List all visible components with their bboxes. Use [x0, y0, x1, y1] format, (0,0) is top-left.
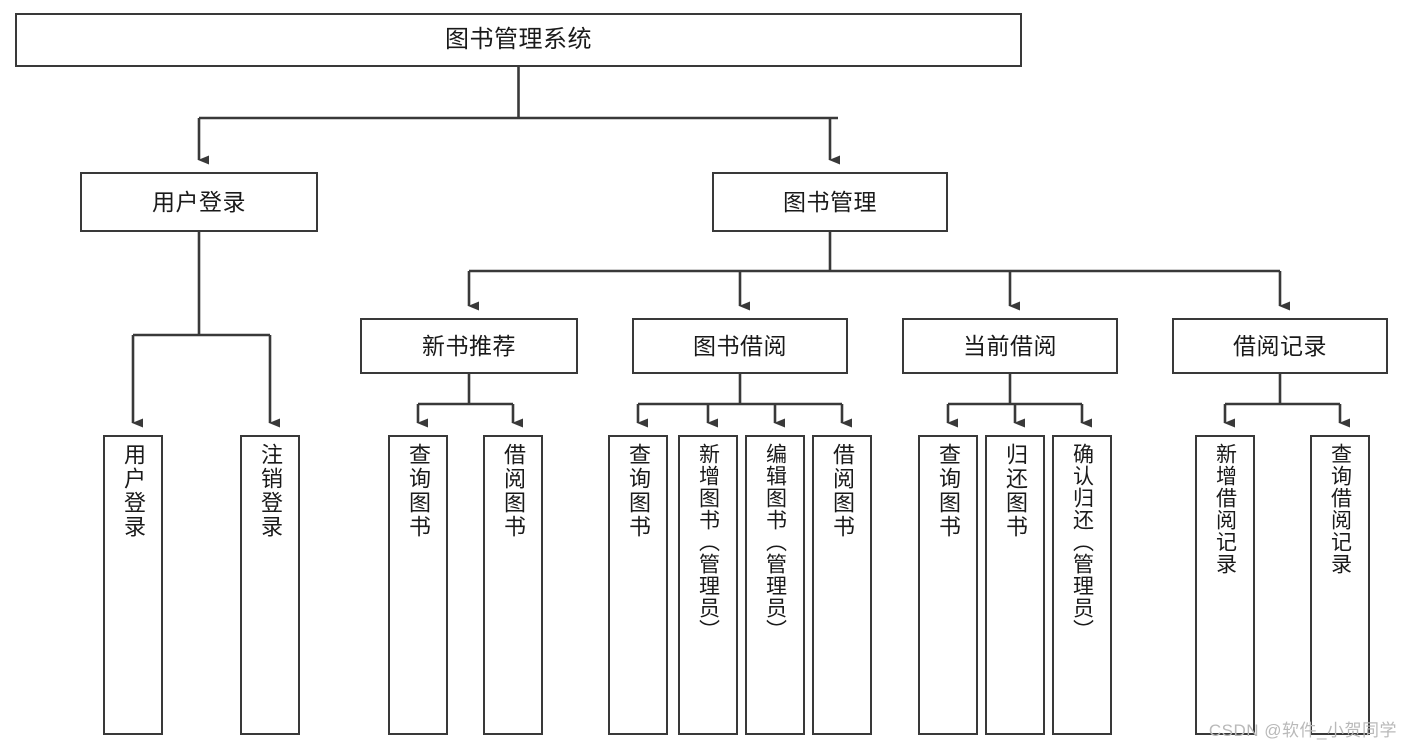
- node-book-borrow-label: 图书借阅: [693, 332, 787, 359]
- leaf-add-book-admin-label: 新增图书（管理员）: [696, 443, 720, 641]
- node-current-borrow[interactable]: 当前借阅: [902, 318, 1118, 374]
- leaf-query-borrow-record[interactable]: 查询借阅记录: [1310, 435, 1370, 735]
- node-book-management[interactable]: 图书管理: [712, 172, 948, 232]
- node-borrow-record-label: 借阅记录: [1233, 332, 1327, 359]
- leaf-add-borrow-record-label: 新增借阅记录: [1213, 443, 1237, 575]
- node-borrow-record[interactable]: 借阅记录: [1172, 318, 1388, 374]
- leaf-add-borrow-record[interactable]: 新增借阅记录: [1195, 435, 1255, 735]
- node-current-borrow-label: 当前借阅: [963, 332, 1057, 359]
- node-root-label: 图书管理系统: [445, 26, 592, 54]
- node-book-management-label: 图书管理: [783, 188, 877, 215]
- leaf-user-login[interactable]: 用户登录: [103, 435, 163, 735]
- leaf-return-book-label: 归还图书: [1003, 443, 1028, 539]
- node-new-book-recommend-label: 新书推荐: [422, 332, 516, 359]
- node-user-login[interactable]: 用户登录: [80, 172, 318, 232]
- node-new-book-recommend[interactable]: 新书推荐: [360, 318, 578, 374]
- leaf-query-borrow-record-label: 查询借阅记录: [1328, 443, 1352, 575]
- leaf-query-book-borrow-label: 查询图书: [626, 443, 651, 539]
- node-user-login-label: 用户登录: [152, 188, 246, 215]
- node-root[interactable]: 图书管理系统: [15, 13, 1022, 67]
- leaf-query-book-current-label: 查询图书: [936, 443, 961, 539]
- leaf-edit-book-admin-label: 编辑图书（管理员）: [763, 443, 787, 641]
- leaf-add-book-admin[interactable]: 新增图书（管理员）: [678, 435, 738, 735]
- leaf-logout[interactable]: 注销登录: [240, 435, 300, 735]
- leaf-query-book-borrow[interactable]: 查询图书: [608, 435, 668, 735]
- leaf-query-book-current[interactable]: 查询图书: [918, 435, 978, 735]
- watermark: CSDN @软件_小贺同学: [1208, 721, 1397, 740]
- leaf-logout-label: 注销登录: [258, 443, 283, 539]
- leaf-user-login-label: 用户登录: [121, 443, 146, 539]
- leaf-confirm-return-admin[interactable]: 确认归还（管理员）: [1052, 435, 1112, 735]
- leaf-confirm-return-admin-label: 确认归还（管理员）: [1070, 443, 1094, 641]
- leaf-return-book[interactable]: 归还图书: [985, 435, 1045, 735]
- leaf-query-book-new[interactable]: 查询图书: [388, 435, 448, 735]
- leaf-query-book-new-label: 查询图书: [406, 443, 431, 539]
- leaf-lend-book[interactable]: 借阅图书: [812, 435, 872, 735]
- leaf-borrow-book-new-label: 借阅图书: [501, 443, 526, 539]
- node-book-borrow[interactable]: 图书借阅: [632, 318, 848, 374]
- leaf-lend-book-label: 借阅图书: [830, 443, 855, 539]
- leaf-borrow-book-new[interactable]: 借阅图书: [483, 435, 543, 735]
- leaf-edit-book-admin[interactable]: 编辑图书（管理员）: [745, 435, 805, 735]
